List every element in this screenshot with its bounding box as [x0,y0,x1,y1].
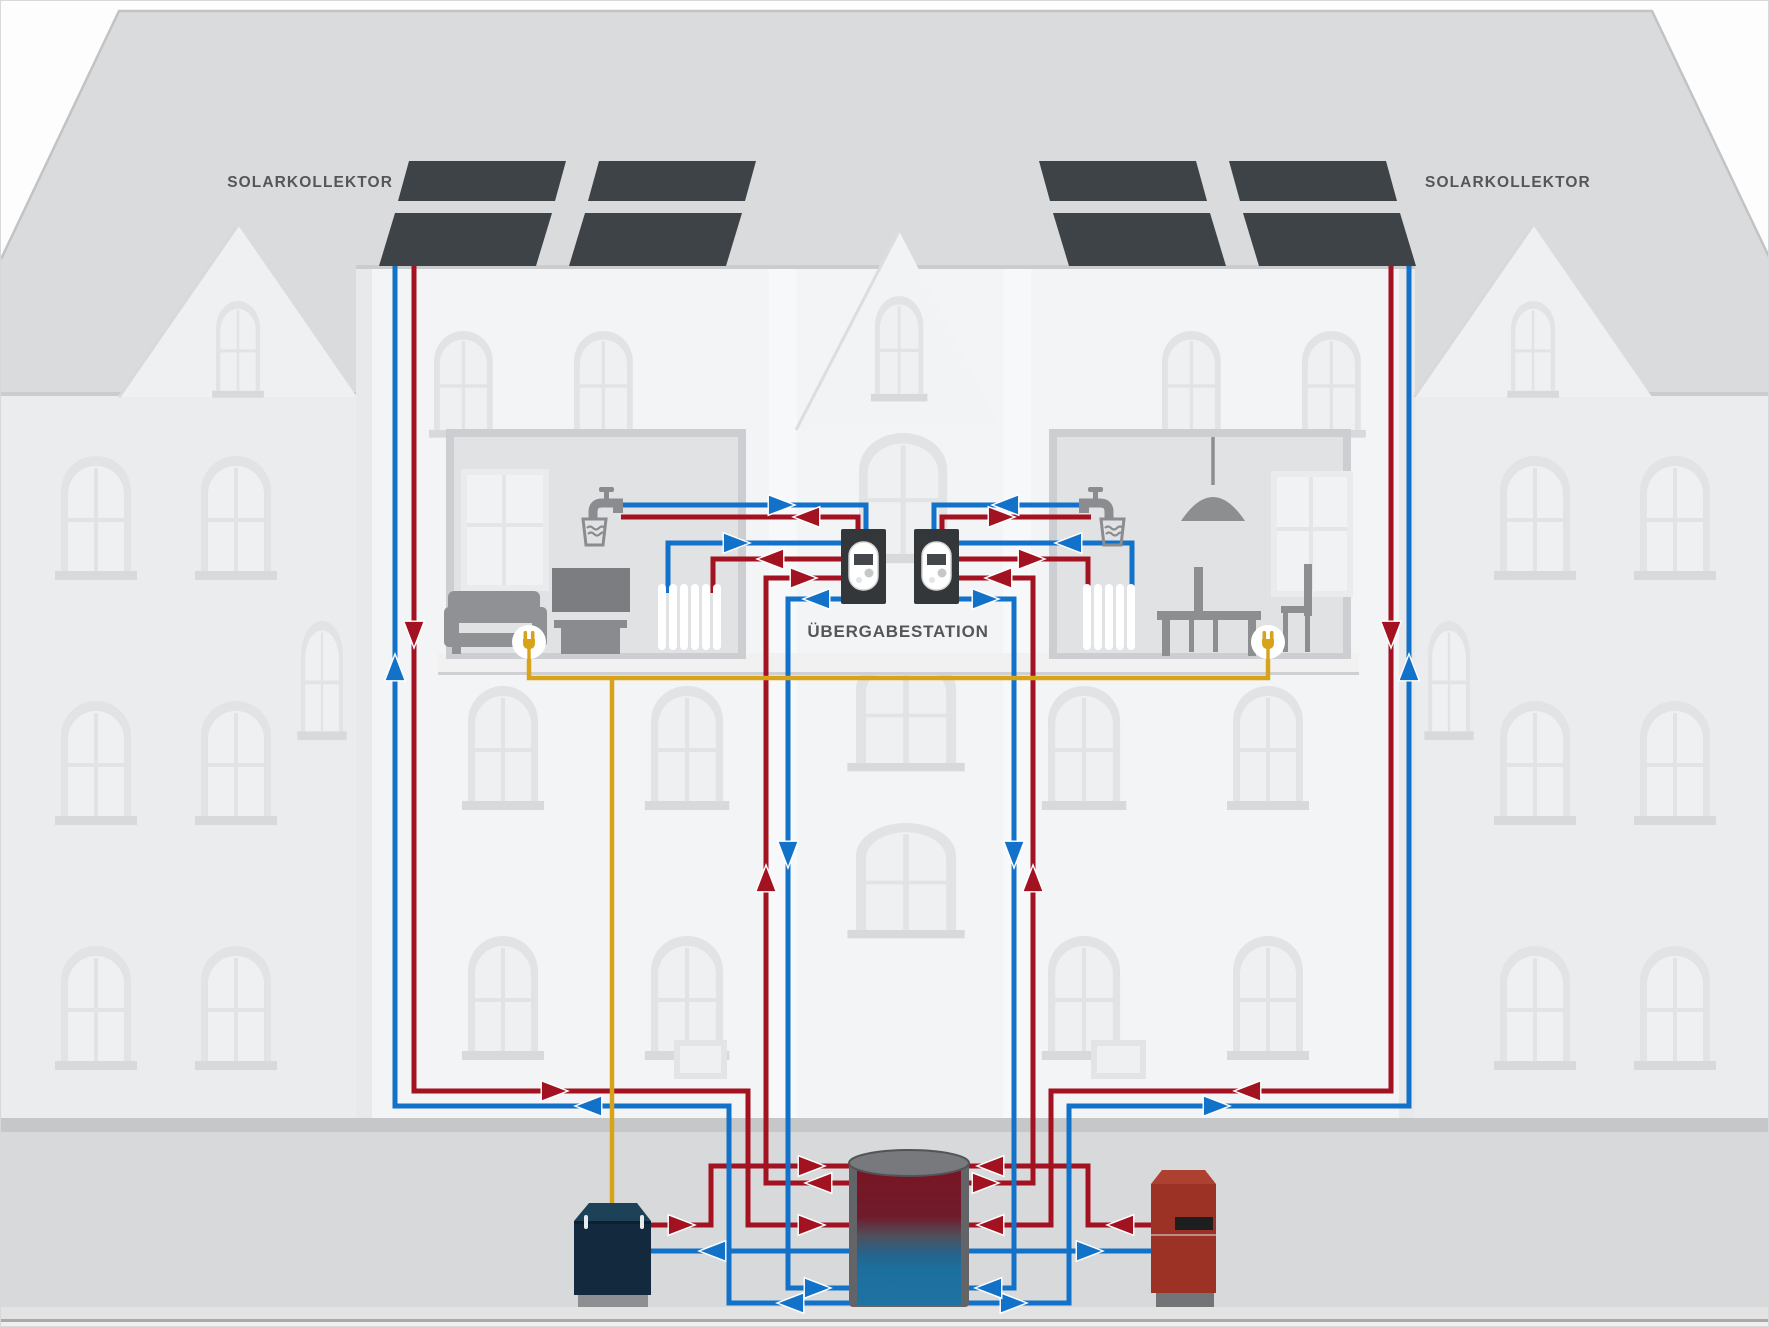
boiler-display [1175,1217,1213,1230]
window [462,936,544,1060]
basement-floor [1,1307,1768,1319]
transfer-station-label: ÜBERGABESTATION [807,622,988,641]
right-wing-wall [1415,396,1768,1118]
window [195,701,277,825]
window [195,946,277,1070]
window [1494,701,1576,825]
window [644,686,730,810]
boiler [1151,1170,1216,1307]
pipe-tap-right-hot [939,514,1091,529]
below-floor [1,1322,1768,1326]
window [1634,946,1716,1070]
center-gable [794,230,1002,431]
transfer-station-unit-left [841,529,886,604]
window [1041,686,1127,810]
window [1296,331,1366,438]
transfer-station-unit-right [914,529,959,604]
radiator-left [658,584,721,650]
window [1634,701,1716,825]
chair [1281,564,1312,652]
window [847,823,965,939]
window [1494,456,1576,580]
solar-collector-right-label: SOLARKOLLEKTOR [1425,174,1591,191]
electric-bus [526,653,1271,681]
window [1227,686,1309,810]
window [1494,946,1576,1070]
window [1227,936,1309,1060]
right-pilaster [1003,269,1031,1118]
window [195,456,277,580]
basement-window [1091,1040,1146,1079]
floor-edge [1,1319,1768,1322]
left-corner-band [356,269,372,1118]
window [55,701,137,825]
pipe-radiator-left-cold [665,540,845,593]
window [55,456,137,580]
pendant-lamp [1181,437,1245,521]
left-gable [117,224,357,398]
pipe-radiator-left-hot [710,556,845,593]
street-line [1,1118,1768,1132]
window [55,946,137,1070]
pipe-solar-left-cold [392,261,851,1306]
buffer-storage-tank [848,1149,970,1307]
power-socket-right [1251,625,1285,659]
basement-window [674,1040,727,1079]
room-window [461,469,549,591]
pipe-radiator-right-cold [955,540,1135,593]
window [1634,456,1716,580]
window [1156,331,1226,438]
radiator-right [1083,584,1135,650]
pipe-tap-left-cold [621,502,869,529]
pipe-solar-right-hot [951,261,1394,1228]
window [1424,621,1474,741]
pipe-tap-right-cold [931,502,1091,529]
solar-collector-left-label: SOLARKOLLEKTOR [227,174,393,191]
pipe-tap-left-hot [621,514,861,529]
solar-collector-left [379,161,756,266]
left-wing-wall [1,396,356,1118]
window [568,331,638,438]
window [462,686,544,810]
pipe-solar-right-cold [951,261,1412,1306]
windows [55,331,1716,1079]
pipe-radiator-right-hot [955,556,1091,593]
floor-slab-edge [438,672,1359,675]
tv [552,568,630,654]
power-socket-left [512,625,546,659]
window [428,331,498,438]
right-gable [1412,224,1652,398]
chp-unit [574,1203,651,1307]
window [297,621,347,741]
electricity-lines [526,653,1271,1216]
pipe-solar-left-hot [411,261,851,1228]
solar-collector-right [1039,161,1416,266]
gables [117,224,1652,431]
left-pilaster [769,269,797,1118]
